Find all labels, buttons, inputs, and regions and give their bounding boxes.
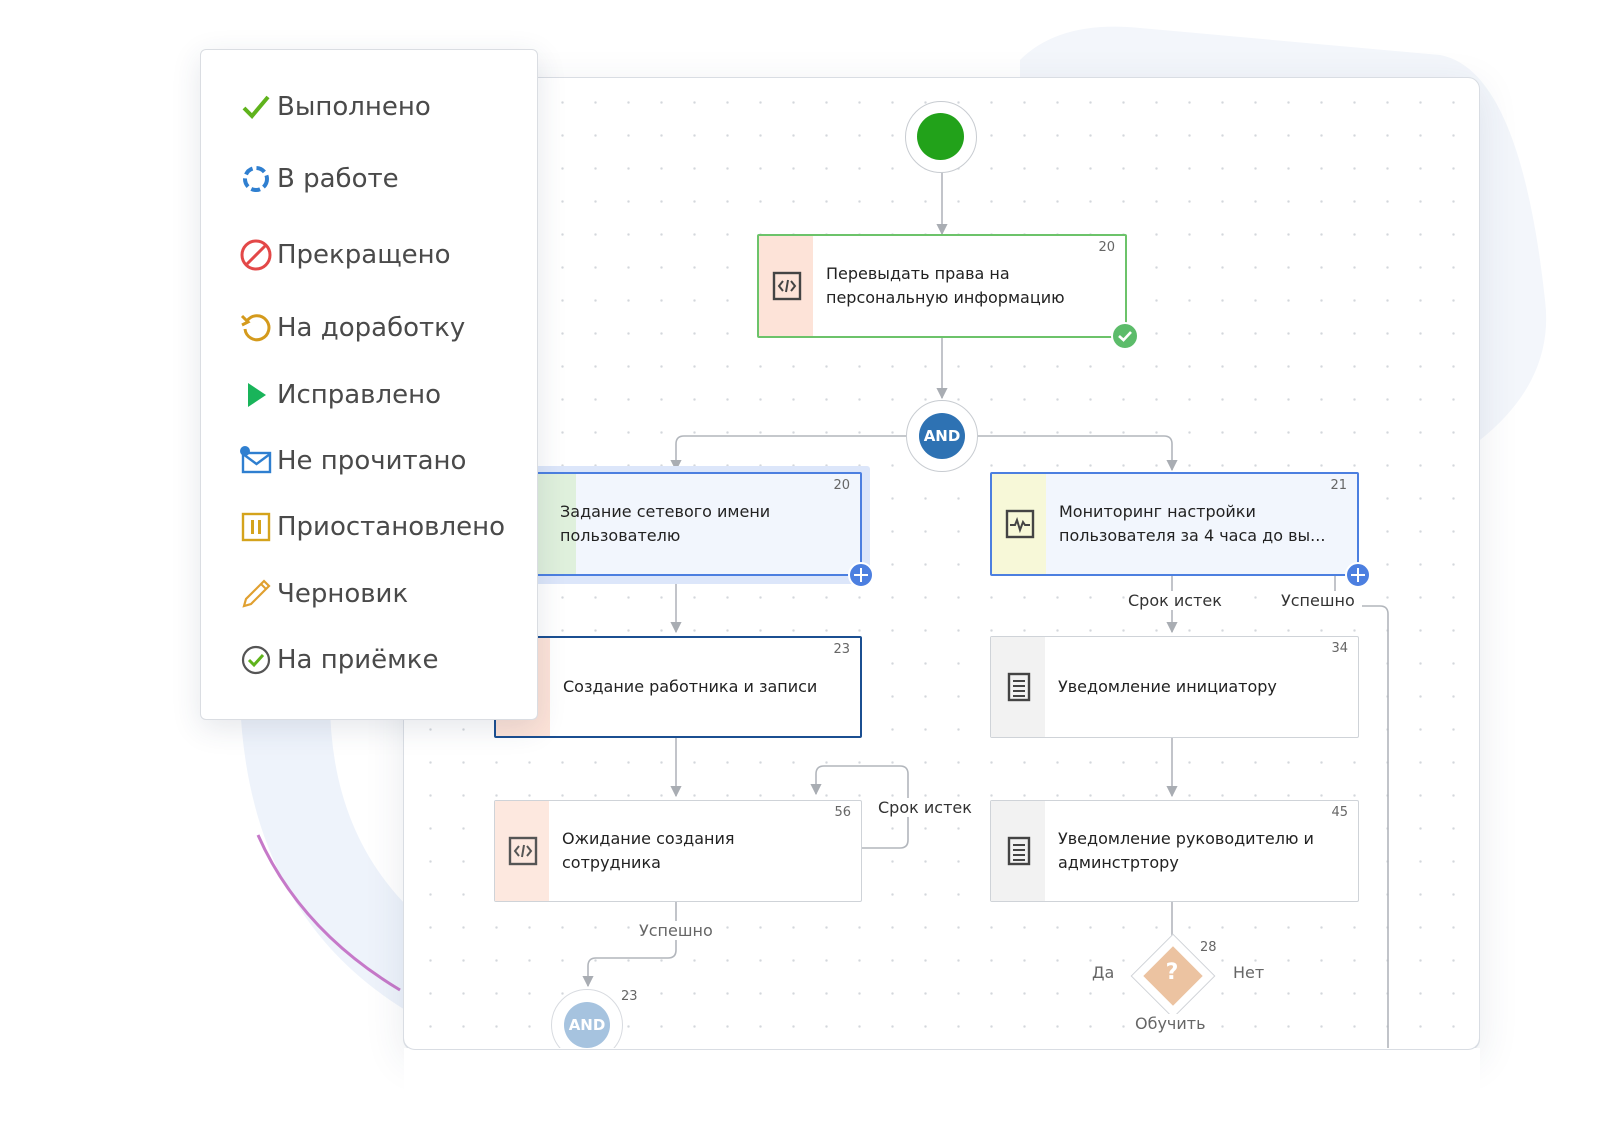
decision-no-label: Нет — [1231, 963, 1267, 982]
connector-handle-icon[interactable] — [1345, 562, 1371, 588]
legend-item-unread: Не прочитано — [239, 444, 466, 478]
legend-label: Исправлено — [277, 380, 442, 410]
status-legend-panel: Выполнено В работе Прекращено На доработ… — [200, 49, 538, 720]
document-icon — [1007, 672, 1031, 702]
edge-label-expired-right: Срок истек — [1126, 591, 1224, 610]
decision-yes-label: Да — [1090, 963, 1117, 982]
done-check-icon — [1111, 322, 1139, 350]
legend-item-in-progress: В работе — [239, 162, 399, 196]
node-title: Перевыдать права на персональную информа… — [826, 264, 1065, 307]
and-gateway-badge: AND — [564, 1002, 610, 1048]
code-icon — [508, 836, 538, 866]
legend-label: Прекращено — [277, 240, 451, 270]
legend-label: Приостановлено — [277, 512, 505, 542]
rework-icon — [239, 311, 273, 345]
code-icon — [772, 271, 802, 301]
legend-item-paused: Приостановлено — [239, 510, 505, 544]
legend-label: На приёмке — [277, 645, 439, 675]
node-number: 23 — [833, 642, 850, 657]
checkmark-icon — [239, 90, 273, 124]
legend-label: Выполнено — [277, 92, 431, 122]
node-title: Задание сетевого имени пользователю — [560, 502, 771, 545]
legend-label: На доработку — [277, 313, 466, 343]
decision-number: 28 — [1198, 940, 1219, 955]
task-node-notify-initiator[interactable]: Уведомление инициатору 34 — [990, 636, 1359, 738]
legend-label: Не прочитано — [277, 446, 467, 476]
legend-label: В работе — [277, 164, 399, 194]
node-number: 20 — [833, 478, 850, 493]
pause-icon — [239, 510, 273, 544]
legend-item-draft: Черновик — [239, 577, 408, 611]
legend-item-acceptance: На приёмке — [239, 643, 438, 677]
unread-mail-icon — [239, 444, 273, 478]
and-gateway-badge: AND — [919, 413, 965, 459]
node-title: Ожидание создания сотрудника — [562, 829, 735, 872]
task-node-monitoring[interactable]: Мониторинг настройки пользователя за 4 ч… — [990, 472, 1371, 588]
start-indicator — [917, 113, 964, 160]
and-gateway-bottom-number: 23 — [621, 989, 638, 1004]
legend-label: Черновик — [277, 579, 409, 609]
connector-handle-icon[interactable] — [848, 562, 874, 588]
task-node-create-worker[interactable]: Создание работника и записи 23 — [494, 636, 862, 738]
node-number: 20 — [1098, 240, 1115, 255]
start-node[interactable] — [905, 101, 977, 173]
node-number: 56 — [834, 805, 851, 820]
legend-item-fixed: Исправлено — [239, 378, 441, 412]
node-title: Создание работника и записи — [563, 677, 818, 696]
task-node-wait-employee[interactable]: Ожидание создания сотрудника 56 — [494, 800, 862, 902]
node-number: 21 — [1330, 478, 1347, 493]
node-title: Уведомление инициатору — [1058, 677, 1277, 696]
pencil-icon — [239, 577, 273, 611]
decision-bottom-label: Обучить — [1133, 1014, 1208, 1033]
node-title: Уведомление руководителю и админстртору — [1058, 829, 1314, 872]
document-icon — [1007, 836, 1031, 866]
pulse-icon — [1005, 509, 1035, 539]
decision-question-icon: ? — [1165, 960, 1179, 985]
task-node-reissue-rights[interactable]: Перевыдать права на персональную информа… — [757, 234, 1139, 350]
legend-item-done: Выполнено — [239, 90, 431, 124]
legend-item-stopped: Прекращено — [239, 238, 451, 272]
edge-label-success-right: Успешно — [1279, 591, 1357, 610]
canvas-bottom-mask — [404, 1048, 1480, 1140]
task-node-notify-manager[interactable]: Уведомление руководителю и админстртору … — [990, 800, 1359, 902]
canvas-bottom-border — [403, 1036, 1480, 1050]
edge-label-expired-left: Срок истек — [876, 798, 974, 817]
check-circle-icon — [239, 643, 273, 677]
legend-item-rework: На доработку — [239, 311, 465, 345]
node-number: 34 — [1331, 641, 1348, 656]
node-number: 45 — [1331, 805, 1348, 820]
stopped-icon — [239, 238, 273, 272]
node-title: Мониторинг настройки пользователя за 4 ч… — [1059, 502, 1326, 545]
play-icon — [239, 378, 273, 412]
in-progress-icon — [239, 162, 273, 196]
edge-label-success-left: Успешно — [637, 921, 715, 940]
and-gateway[interactable]: AND — [906, 400, 978, 472]
task-node-network-name[interactable]: Задание сетевого имени пользователю 20 — [520, 472, 874, 588]
